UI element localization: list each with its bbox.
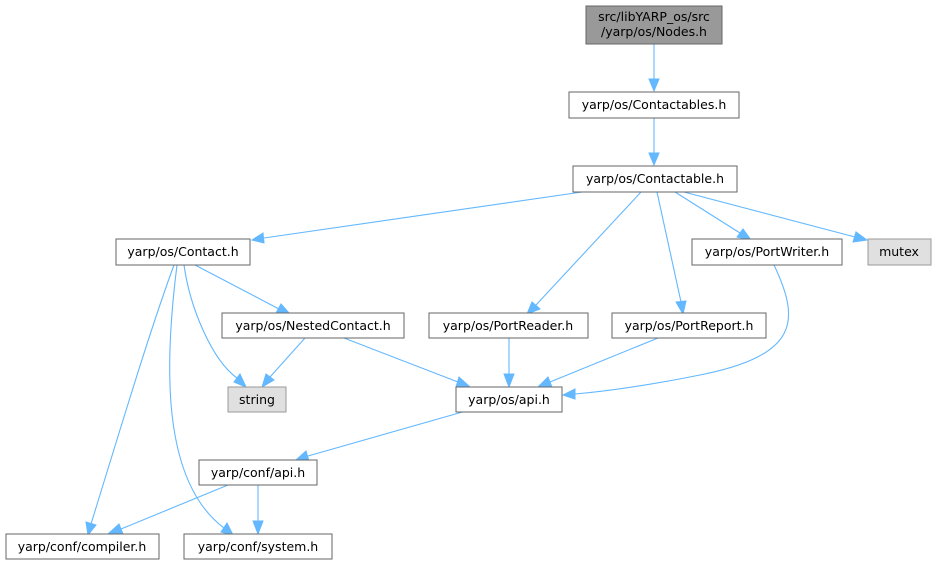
- node-portreader-h[interactable]: yarp/os/PortReader.h: [428, 312, 589, 339]
- node-portwriter-h-label: yarp/os/PortWriter.h: [705, 244, 829, 259]
- node-nodes-h-label-line1: src/libYARP_os/src: [598, 9, 710, 24]
- node-conf-api-h[interactable]: yarp/conf/api.h: [198, 459, 318, 486]
- edge-confapi-to-system: [252, 485, 264, 536]
- node-contact-h[interactable]: yarp/os/Contact.h: [115, 238, 251, 266]
- edge-contact-to-string: [183, 264, 247, 388]
- node-mutex[interactable]: mutex: [867, 238, 932, 266]
- edge-contact-to-nestedcontact: [194, 264, 292, 315]
- edge-portreport-to-osapi: [536, 337, 659, 388]
- node-compiler-h-label: yarp/conf/compiler.h: [18, 539, 147, 554]
- edge-contactables-to-contactable: [648, 118, 660, 167]
- edge-nodes-to-contactables: [648, 44, 660, 93]
- edge-contactable-to-mutex: [683, 191, 869, 243]
- edges: [85, 44, 869, 537]
- edge-contactable-to-portreader: [526, 191, 642, 315]
- edge-contact-to-system: [169, 264, 234, 536]
- node-nodes-h[interactable]: src/libYARP_os/src /yarp/os/Nodes.h: [585, 5, 723, 45]
- node-os-api-h-label: yarp/os/api.h: [468, 392, 550, 407]
- node-portreport-h-label: yarp/os/PortReport.h: [625, 318, 754, 333]
- edge-portwriter-to-osapi: [561, 264, 790, 400]
- node-conf-api-h-label: yarp/conf/api.h: [211, 465, 305, 480]
- edge-portreader-to-osapi: [503, 338, 515, 389]
- edge-nestedcontact-to-string: [261, 337, 306, 389]
- node-contactable-h[interactable]: yarp/os/Contactable.h: [572, 165, 738, 193]
- edge-contact-to-compiler: [85, 264, 175, 537]
- node-nestedcontact-h[interactable]: yarp/os/NestedContact.h: [221, 312, 405, 339]
- node-portreader-h-label: yarp/os/PortReader.h: [443, 318, 573, 333]
- node-system-h-label: yarp/conf/system.h: [198, 539, 318, 554]
- node-string[interactable]: string: [227, 386, 287, 413]
- edge-contactable-to-portreport: [656, 191, 687, 316]
- edge-nestedcontact-to-osapi: [343, 337, 472, 388]
- node-contact-h-label: yarp/os/Contact.h: [127, 244, 238, 259]
- node-contactables-h-label: yarp/os/Contactables.h: [582, 97, 727, 112]
- node-contactables-h[interactable]: yarp/os/Contactables.h: [568, 91, 740, 119]
- node-nestedcontact-h-label: yarp/os/NestedContact.h: [235, 318, 390, 333]
- edge-osapi-to-confapi: [294, 410, 467, 462]
- node-nodes-h-label-line2: /yarp/os/Nodes.h: [601, 24, 707, 39]
- node-system-h[interactable]: yarp/conf/system.h: [183, 533, 333, 560]
- edge-contactable-to-contact: [250, 191, 583, 244]
- node-string-label: string: [239, 392, 275, 407]
- node-contactable-h-label: yarp/os/Contactable.h: [586, 171, 724, 186]
- node-os-api-h[interactable]: yarp/os/api.h: [455, 386, 563, 413]
- node-portwriter-h[interactable]: yarp/os/PortWriter.h: [691, 238, 843, 266]
- node-portreport-h[interactable]: yarp/os/PortReport.h: [611, 312, 767, 339]
- node-mutex-label: mutex: [879, 244, 919, 259]
- edge-confapi-to-compiler: [106, 484, 229, 535]
- node-compiler-h[interactable]: yarp/conf/compiler.h: [5, 533, 160, 560]
- nodes: src/libYARP_os/src /yarp/os/Nodes.h yarp…: [5, 5, 932, 560]
